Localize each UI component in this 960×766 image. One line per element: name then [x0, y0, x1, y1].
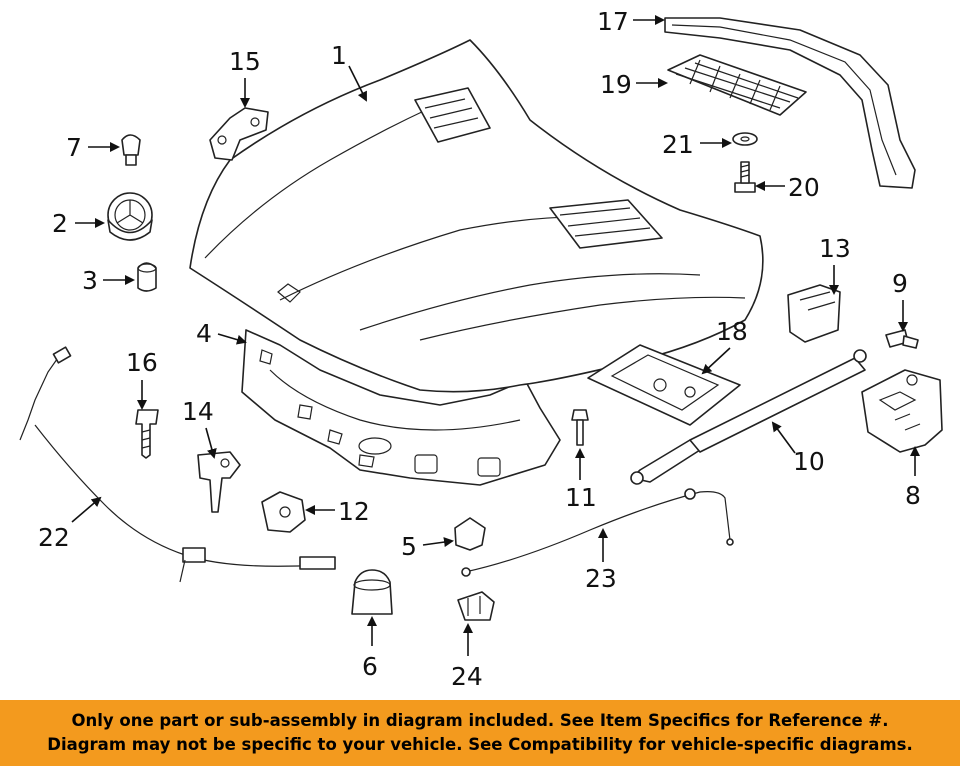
vent-grille — [667, 54, 807, 116]
callout-3: 3 — [82, 266, 98, 295]
gas-strut — [630, 349, 867, 485]
callout-11: 11 — [565, 483, 597, 512]
callout-12: 12 — [338, 497, 370, 526]
callout-24: 24 — [451, 662, 483, 691]
cable-bracket — [457, 591, 495, 621]
callout-21: 21 — [662, 130, 694, 159]
callout-22: 22 — [38, 523, 70, 552]
bolt — [885, 329, 919, 349]
hood-outer-shell — [189, 39, 764, 393]
bumper-stop — [137, 262, 157, 292]
callout-2: 2 — [52, 209, 68, 238]
callout-14: 14 — [182, 397, 214, 426]
washer — [732, 132, 758, 146]
callout-17: 17 — [597, 7, 629, 36]
callout-19: 19 — [600, 70, 632, 99]
striker-bolt — [571, 409, 589, 446]
parts-diagram: 1 2 3 4 5 6 7 8 9 10 11 12 13 14 15 16 1… — [19, 7, 943, 691]
callout-7: 7 — [66, 133, 82, 162]
release-cable — [461, 488, 734, 577]
callout-15: 15 — [229, 47, 261, 76]
emblem — [107, 192, 153, 241]
clip — [454, 517, 486, 551]
callout-23: 23 — [585, 564, 617, 593]
callout-20: 20 — [788, 173, 820, 202]
callout-18: 18 — [716, 317, 748, 346]
hood-seal-strip — [664, 17, 916, 189]
hood-bumper — [135, 409, 159, 459]
safety-catch — [197, 451, 241, 513]
callout-4: 4 — [196, 319, 212, 348]
rubber-bumper — [351, 569, 393, 615]
callout-10: 10 — [793, 447, 825, 476]
screw — [734, 161, 756, 193]
callout-1: 1 — [331, 41, 347, 70]
hood-latch — [861, 369, 943, 453]
callout-16: 16 — [126, 348, 158, 377]
release-handle — [261, 491, 306, 533]
leader-lines — [71, 15, 920, 656]
disclaimer-banner: Only one part or sub-assembly in diagram… — [0, 700, 960, 766]
callout-labels: 1 2 3 4 5 6 7 8 9 10 11 12 13 14 15 16 1… — [38, 7, 921, 691]
callout-8: 8 — [905, 481, 921, 510]
hood-latch-sensor — [787, 284, 841, 343]
disclaimer-line-2: Diagram may not be specific to your vehi… — [47, 735, 913, 754]
hood-inner-panel — [241, 329, 561, 486]
callout-13: 13 — [819, 234, 851, 263]
disclaimer-line-1: Only one part or sub-assembly in diagram… — [71, 711, 889, 730]
hood-hinge-bracket — [209, 107, 269, 161]
latch-cover-panel — [587, 344, 741, 426]
callout-9: 9 — [892, 269, 908, 298]
callout-5: 5 — [401, 532, 417, 561]
plug — [121, 134, 141, 166]
callout-6: 6 — [362, 652, 378, 681]
wiring-harness — [19, 346, 336, 583]
